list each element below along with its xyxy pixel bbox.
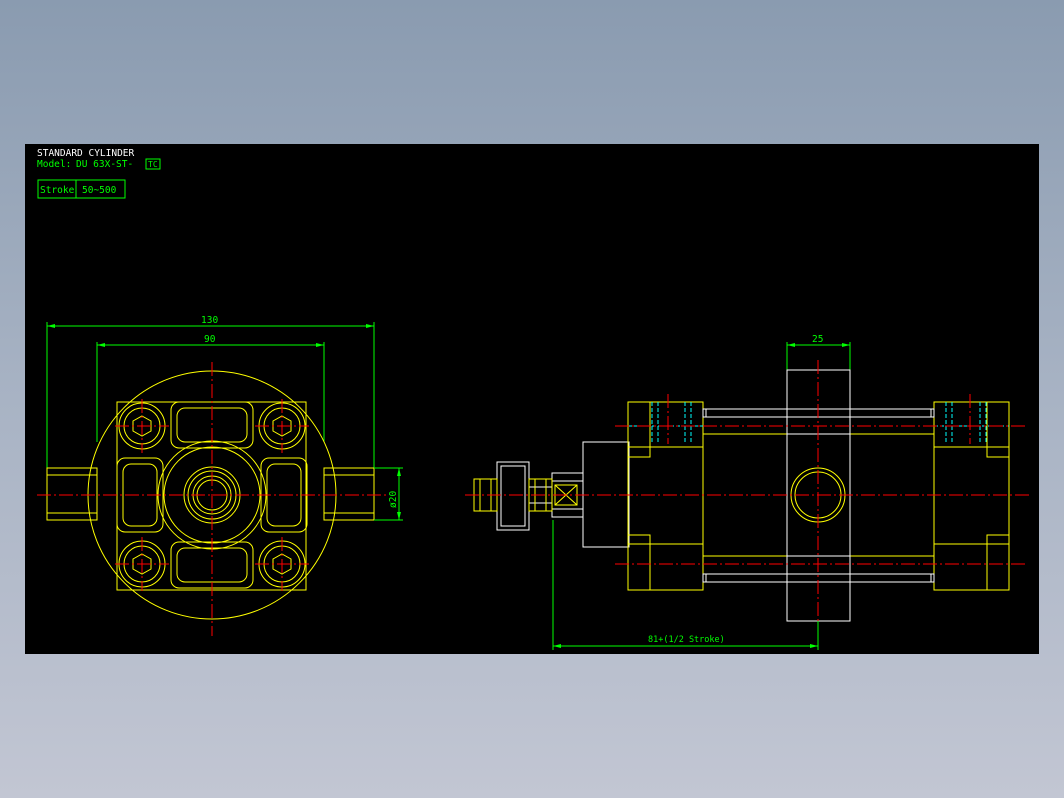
dimension-130-label: 130 [201, 315, 218, 326]
front-view: 130 90 [37, 315, 403, 636]
side-view: 25 [465, 334, 1029, 650]
model-suffix-box [145, 158, 161, 170]
model-label: Model: [37, 159, 71, 170]
title-block: STANDARD CYLINDER Model: DU 63X-ST- TC S… [37, 148, 161, 199]
stroke-range: 50~500 [82, 185, 117, 196]
dimension-trunnion-position: 81+(1/2 Stroke) [552, 520, 819, 650]
model-code: DU 63X-ST- [76, 159, 133, 170]
stroke-label: Stroke [40, 185, 75, 196]
dimension-trunnion-width: 25 [786, 334, 851, 370]
dimension-81-label: 81+(1/2 Stroke) [648, 635, 725, 645]
model-suffix: TC [148, 160, 158, 169]
dimension-overall-width: 130 [46, 315, 375, 520]
dimension-pin-spacing: 90 [96, 334, 325, 442]
cylinder-drawing: STANDARD CYLINDER Model: DU 63X-ST- TC S… [37, 148, 1029, 650]
dimension-diameter-label: ø20 [388, 491, 399, 508]
front-end-cap [627, 401, 704, 591]
rear-end-cap [933, 401, 1010, 591]
drawing-title: STANDARD CYLINDER [37, 148, 135, 159]
dimension-90-label: 90 [204, 334, 216, 345]
front-centerlines [37, 362, 389, 636]
cad-drawing-canvas[interactable]: STANDARD CYLINDER Model: DU 63X-ST- TC S… [25, 144, 1039, 654]
stroke-table [37, 179, 126, 199]
side-centerlines [465, 360, 1029, 634]
dimension-25-label: 25 [812, 334, 823, 345]
dimension-pin-diameter: ø20 [374, 467, 403, 521]
